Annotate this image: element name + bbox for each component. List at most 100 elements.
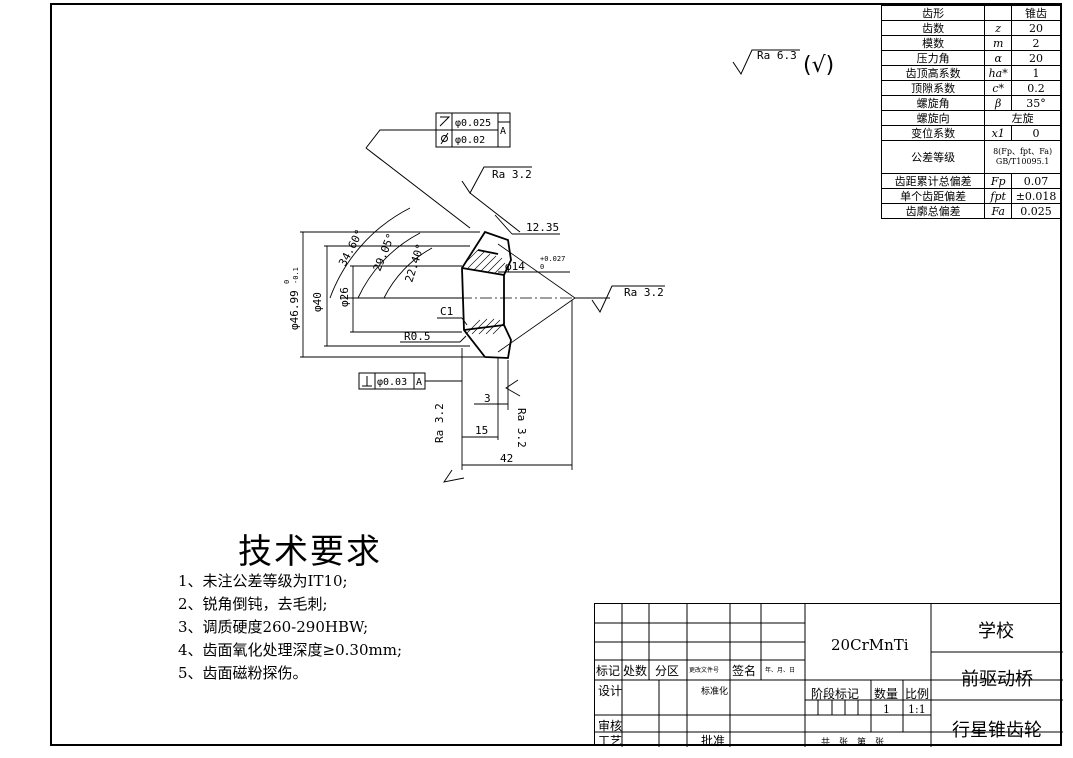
assembly-name: 前驱动桥 [961,669,1033,690]
param-name: 齿数 [880,20,986,36]
param-name: 齿顶高系数 [880,65,986,81]
stage-label: 阶段标记 [811,687,860,701]
param-symbol [984,5,1013,21]
helix-dir-name: 螺旋向 [880,110,986,126]
angle-1: 34.60° [336,227,366,268]
bore-tol: +0.027 [540,255,565,263]
roughness-face-top-symbol [461,166,532,233]
param-name: 齿形 [880,5,986,21]
param-symbol: β [984,95,1013,111]
material: 20CrMnTi [831,636,909,654]
diameter-dims [300,231,485,358]
chamfer-label: C1 [440,305,453,318]
scale-value: 1:1 [908,703,926,716]
roughness-bottom-left-label: Ra 3.2 [433,403,446,443]
process-label: 工艺 [598,734,623,748]
title-block: 20CrMnTi 学校 前驱动桥 行星锥齿轮 标记 处数 分区 更改文件号 签名… [594,603,1063,748]
param-name: 单个齿距偏差 [880,188,986,204]
param-symbol: Fa [984,203,1013,219]
global-roughness-paren: (√) [803,53,834,78]
length-dims [443,300,573,483]
tol-grade-name: 公差等级 [880,140,986,174]
center-lines [440,243,576,353]
circular-value: φ0.02 [455,135,485,146]
bore-tol-low: 0 [540,263,544,271]
roughness-bottom-right-label: Ra 3.2 [515,408,528,448]
angle-2: 29.05° [371,231,398,273]
dia-26-label: φ26 [338,287,351,307]
dim-12-35 [494,214,560,235]
runout-frame [365,112,511,229]
param-symbol: m [984,35,1013,51]
review-label: 审核 [598,719,623,733]
param-value: 1 [1011,65,1061,81]
dia-outer-tol: 0 [283,280,291,284]
roughness-face-right-symbol [575,285,665,314]
header-sign: 签名 [732,664,757,678]
param-name: 压力角 [880,50,986,66]
header-count: 处数 [623,664,648,678]
helix-dir-value: 左旋 [984,110,1061,126]
param-value: ±0.018 [1011,188,1061,204]
param-symbol: fpt [984,188,1013,204]
gear-hatching [465,249,506,335]
param-value: 0.025 [1011,203,1061,219]
param-name: 齿廓总偏差 [880,203,986,219]
param-value: 0.2 [1011,80,1061,96]
roughness-face-right-label: Ra 3.2 [624,286,664,299]
param-symbol: α [984,50,1013,66]
param-value: 0.07 [1011,173,1061,189]
standard-label: 标准化 [701,687,729,697]
dia-outer-tol-low: -0.1 [292,267,300,284]
param-value: 锥齿 [1011,5,1061,21]
param-symbol: ha* [984,65,1013,81]
tol-grade-value-2: GB/T10095.1 [995,157,1050,166]
header-doc: 更改文件号 [689,667,720,674]
param-value: 20 [1011,20,1061,36]
title-block-grid [595,604,1063,747]
param-symbol: z [984,20,1013,36]
dia-40-label: φ40 [311,292,324,312]
shift-value: 0 [1011,125,1061,141]
param-name: 齿距累计总偏差 [880,173,986,189]
tol-grade-value: 8(Fp、fpt、Fa)GB/T10095.1 [984,140,1061,174]
len-15-label: 15 [475,424,488,437]
param-name: 模数 [880,35,986,51]
perp-datum: A [416,377,422,388]
tech-item: 1、未注公差等级为IT10; [178,572,348,590]
design-label: 设计 [598,684,623,698]
global-roughness-symbol [732,49,800,76]
shift-symbol: x1 [984,125,1013,141]
drawing-frame [50,3,1062,746]
len-3-label: 3 [484,392,491,405]
header-zone: 分区 [655,664,680,678]
header-date: 年、月、日 [765,667,796,674]
shift-name: 变位系数 [880,125,986,141]
angle-arcs [329,207,433,299]
radius-label: R0.5 [404,330,431,343]
approve-label: 批准 [701,734,726,748]
header-mark: 标记 [596,664,621,678]
tech-item: 5、齿面磁粉探伤。 [178,664,308,682]
tech-item: 2、锐角倒钝，去毛刺; [178,595,328,613]
chamfer-leader [400,317,468,343]
param-value: 20 [1011,50,1061,66]
datum-top: A [500,126,506,137]
param-name: 顶隙系数 [880,80,986,96]
param-name: 螺旋角 [880,95,986,111]
tech-item: 4、齿面氧化处理深度≥0.30mm; [178,641,403,659]
gear-section [461,230,512,359]
roughness-face-top-label: Ra 3.2 [492,168,532,181]
param-value: 2 [1011,35,1061,51]
sheets-label: 共 张 第 张 [821,738,885,748]
runout-value: φ0.025 [455,118,491,129]
dia-outer-label: φ46.99 [288,290,301,330]
param-symbol: Fp [984,173,1013,189]
tech-item: 3、调质硬度260-290HBW; [178,618,369,636]
angle-3: 22.40° [402,242,427,284]
dim-12-35-label: 12.35 [526,221,559,234]
param-value: 35° [1011,95,1061,111]
qty-value: 1 [883,703,890,716]
